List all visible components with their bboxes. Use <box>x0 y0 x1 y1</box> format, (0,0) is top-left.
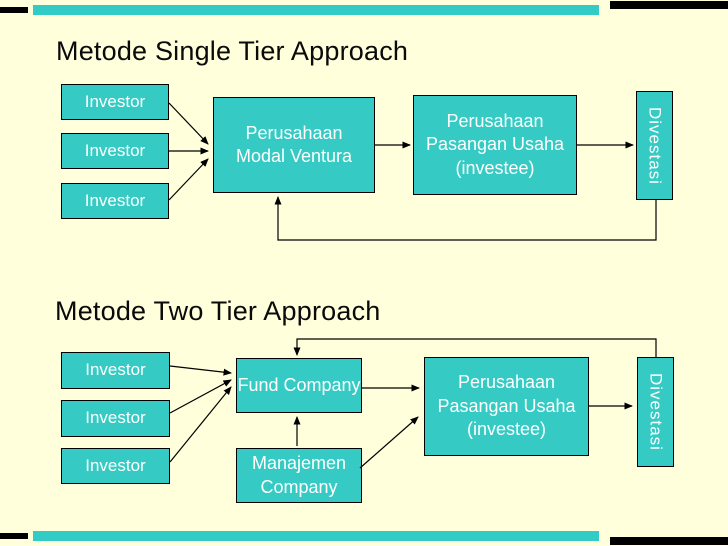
two-tier-investee-box: Perusahaan Pasangan Usaha (investee) <box>424 357 589 456</box>
two-tier-divestment-box: Divestasi <box>637 357 674 467</box>
arrow-tt-investor1-to-fund <box>169 365 232 376</box>
bottom-right-black-stripe <box>610 537 728 545</box>
arrow-st-divestment-feedback-to-vc <box>274 196 657 241</box>
single-tier-title: Metode Single Tier Approach <box>56 36 409 66</box>
arrow-st-investor3-to-vc <box>168 158 209 201</box>
arrow-tt-divestment-feedback-to-fund <box>293 338 657 357</box>
fund-company-box: Fund Company <box>236 358 362 413</box>
top-right-black-stripe <box>610 1 728 9</box>
two-tier-investor-box-1: Investor <box>61 352 170 389</box>
two-tier-investor-box-3: Investor <box>61 448 170 484</box>
two-tier-investor-box-2: Investor <box>61 400 170 437</box>
single-tier-investor-box-2: Investor <box>61 133 169 169</box>
two-tier-title: Metode Two Tier Approach <box>55 296 381 326</box>
arrow-st-investor1-to-vc <box>168 102 209 145</box>
arrow-tt-investor2-to-fund <box>169 379 232 414</box>
management-company-box: Manajemen Company <box>236 448 362 503</box>
arrow-tt-investor3-to-fund <box>169 386 232 463</box>
single-tier-divestment-box: Divestasi <box>636 91 673 200</box>
top-left-black-stripe <box>0 7 28 13</box>
arrow-management-to-investee <box>359 416 419 469</box>
single-tier-investor-box-1: Investor <box>61 84 169 120</box>
bottom-teal-stripe <box>33 531 599 541</box>
single-tier-investee-box: Perusahaan Pasangan Usaha (investee) <box>413 95 577 195</box>
single-tier-investor-box-3: Investor <box>61 183 169 219</box>
bottom-left-black-stripe <box>0 533 28 539</box>
top-teal-stripe <box>33 5 599 15</box>
venture-capital-company-box: Perusahaan Modal Ventura <box>213 97 375 193</box>
